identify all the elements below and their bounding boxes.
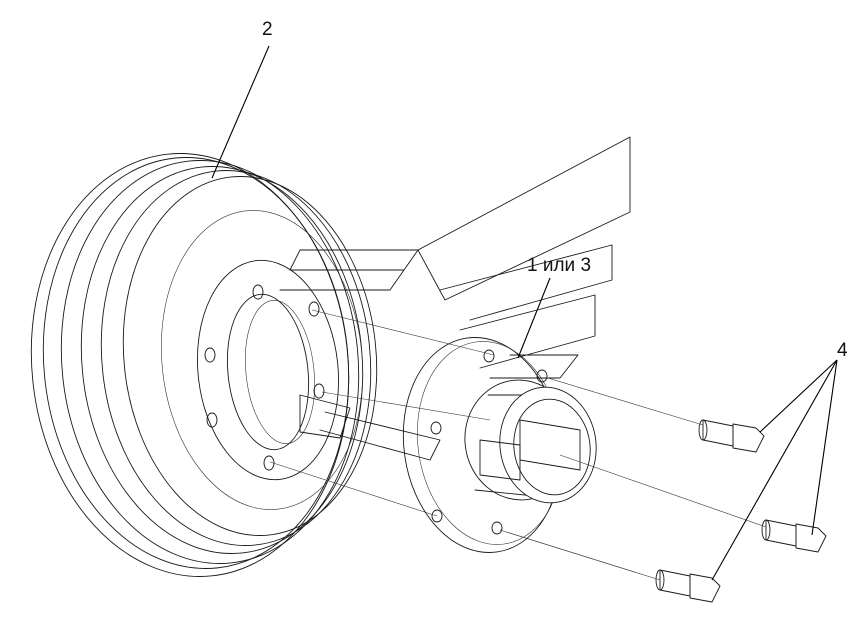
leader-lines: [211, 45, 838, 581]
bolt-middle: [761, 519, 827, 553]
bolt-top: [698, 419, 765, 453]
axis-lines: [269, 309, 767, 581]
callout-pulley: 2: [262, 19, 273, 40]
callout-hub: 1 или 3: [527, 255, 592, 276]
hub: [402, 337, 597, 553]
pulley: [30, 153, 378, 577]
bolt-bottom: [655, 569, 721, 603]
callout-bolts: 4: [837, 340, 848, 361]
